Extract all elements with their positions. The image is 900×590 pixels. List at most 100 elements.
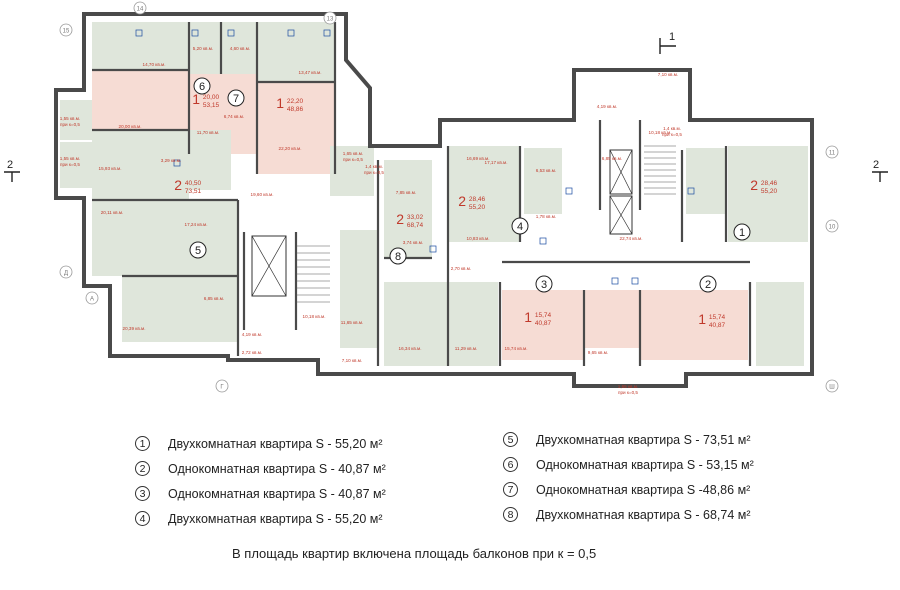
apartment-living-area: 15,74 <box>709 314 726 321</box>
room-area: 3,29 кв.м. <box>161 158 181 163</box>
axis-label: 14 <box>137 7 144 13</box>
apartment-total-area: 48,86 <box>287 106 304 113</box>
room-area: 15,74 кв.м. <box>505 346 528 351</box>
apartment-room-count: 2 <box>396 211 404 227</box>
apartment-marker-label: 6 <box>199 81 205 93</box>
room-13 <box>340 230 378 348</box>
room-17 <box>524 148 562 214</box>
room-area: 2,70 кв.м. <box>451 266 471 271</box>
apartment-total-area: 73,51 <box>185 188 202 195</box>
elevator-cross <box>251 235 287 297</box>
legend-marker: 1 <box>135 436 150 451</box>
axis-label: 10 <box>829 225 836 231</box>
room-area: 10,83 кв.м. <box>467 236 490 241</box>
apartment-living-area: 20,00 <box>203 94 220 101</box>
elevator-cross <box>609 195 633 235</box>
apartment-marker-label: 1 <box>739 227 745 239</box>
axis-bubble <box>85 291 99 305</box>
legend-item-2: 2 Однокомнатная квартира S - 40,87 м² <box>135 461 386 476</box>
room-22 <box>640 290 748 360</box>
room-area: 1,55 кв.м. <box>60 156 80 161</box>
room-16 <box>448 146 520 242</box>
axis-label: А <box>90 297 94 303</box>
apartment-marker <box>189 241 207 259</box>
fixture-icon <box>173 159 181 167</box>
room-area: 19,60 кв.м. <box>251 192 274 197</box>
room-area: 15,93 кв.м. <box>99 166 122 171</box>
legend-item-8: 8 Двухкомнатная квартира S - 68,74 м² <box>503 507 751 522</box>
room-area-coefficient: при к=0,5 <box>60 162 80 167</box>
fixture-icon <box>539 237 547 245</box>
fixture-icon <box>135 29 143 37</box>
apartment-marker-label: 4 <box>517 221 523 233</box>
room-area: 9,65 кв.м. <box>588 350 608 355</box>
room-area: 7,85 кв.м. <box>396 190 416 195</box>
apartment-marker <box>733 223 751 241</box>
fixture-icon <box>631 277 639 285</box>
room-area: 11,29 кв.м. <box>455 346 478 351</box>
fixture-icon <box>687 187 695 195</box>
room-1 <box>189 22 221 74</box>
room-2 <box>221 22 257 74</box>
axis-bubble <box>825 219 839 233</box>
legend-item-4: 4 Двухкомнатная квартира S - 55,20 м² <box>135 511 383 526</box>
legend-item-6: 6 Однокомнатная квартира S - 53,15 м² <box>503 457 754 472</box>
apartment-room-count: 1 <box>192 91 200 107</box>
apartment-marker <box>511 217 529 235</box>
room-area: 1,55 кв.м. <box>60 116 80 121</box>
room-23 <box>756 282 804 366</box>
axis-bubble <box>825 379 839 393</box>
room-area-coefficient: при к=0,5 <box>343 157 363 162</box>
axis-label: Д <box>64 271 68 277</box>
axis-bubble <box>133 1 147 15</box>
fixture-icon <box>611 277 619 285</box>
apartment-marker <box>227 89 245 107</box>
apartment-living-area: 22,20 <box>287 98 304 105</box>
room-area: 17,17 кв.м. <box>485 160 508 165</box>
legend-marker: 5 <box>503 432 518 447</box>
room-area: 4,19 кв.м. <box>597 104 617 109</box>
legend-marker: 2 <box>135 461 150 476</box>
apartment-room-count: 1 <box>698 311 706 327</box>
room-area-coefficient: при к=0,5 <box>60 122 80 127</box>
room-area: 7,10 кв.м. <box>342 358 362 363</box>
apartment-living-area: 28,46 <box>761 180 778 187</box>
apartment-room-count: 1 <box>524 309 532 325</box>
apartment-room-count: 1 <box>276 95 284 111</box>
room-26 <box>330 146 374 196</box>
legend-text: Однокомнатная квартира S - 40,87 м² <box>168 461 386 476</box>
legend-text: Однокомнатная квартира S -48,86 м² <box>536 482 751 497</box>
apartment-living-area: 40,50 <box>185 180 202 187</box>
room-area: 20,00 кв.м. <box>119 124 142 129</box>
apartment-living-area: 15,74 <box>535 312 552 319</box>
axis-label: 13 <box>327 17 334 23</box>
room-area: 1,4 кв.м. <box>663 126 681 131</box>
room-14 <box>384 160 432 258</box>
room-15 <box>384 282 450 366</box>
room-area: 16,34 кв.м. <box>399 346 422 351</box>
legend-text: Однокомнатная квартира S - 53,15 м² <box>536 457 754 472</box>
elevator-cross <box>609 149 633 195</box>
room-24 <box>686 148 726 214</box>
legend-marker: 4 <box>135 511 150 526</box>
apartment-room-count: 2 <box>750 177 758 193</box>
room-18 <box>450 282 498 366</box>
legend-marker: 8 <box>503 507 518 522</box>
elevator-shaft-1 <box>609 149 633 195</box>
fixture-icon <box>191 29 199 37</box>
room-area: 11,65 кв.м. <box>341 320 364 325</box>
axis-bubble <box>59 23 73 37</box>
room-19 <box>502 290 584 360</box>
legend-item-5: 5 Двухкомнатная квартира S - 73,51 м² <box>503 432 751 447</box>
room-area: 6,53 кв.м. <box>536 168 556 173</box>
room-area: 1,65 кв.м. <box>618 384 638 389</box>
fixture-icon <box>227 29 235 37</box>
axis-label: 15 <box>63 29 70 35</box>
room-area: 17,24 кв.м. <box>185 222 208 227</box>
room-area: 5,20 кв.м. <box>193 46 213 51</box>
fixture-icon <box>429 245 437 253</box>
room-10 <box>122 276 238 342</box>
outer-wall <box>54 12 814 388</box>
axis-label: 11 <box>829 151 836 157</box>
